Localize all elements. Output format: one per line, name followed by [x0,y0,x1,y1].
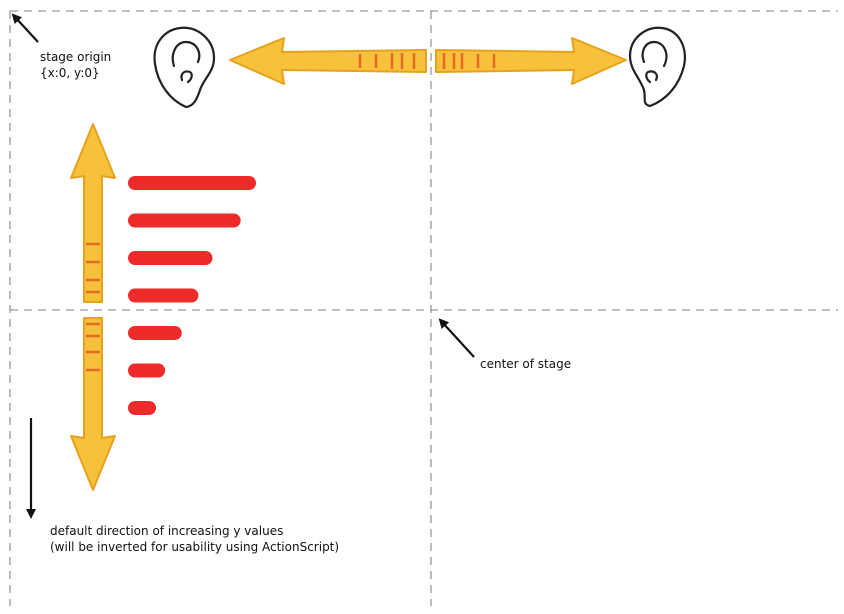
right-ear-icon [628,26,686,108]
stage-origin-label: stage origin {x:0, y:0} [40,49,111,81]
pan-right-hatching [442,53,496,69]
pan-left-hatching [358,53,416,69]
volume-bar-6 [128,363,166,378]
volume-bar-5 [128,326,182,340]
volume-bar-1 [128,176,256,190]
y-direction-label: default direction of increasing y values… [50,523,339,555]
center-pointer-arrow [438,318,475,358]
volume-bar-3 [128,251,213,265]
y-direction-label-line2: (will be inverted for usability using Ac… [50,540,340,554]
pan-right-arrow [435,37,627,85]
volume-bar-4 [128,288,199,303]
stage-guides [9,10,838,606]
volume-vertical-arrow [70,123,116,491]
center-of-stage-label: center of stage [480,357,572,371]
stage-origin-label-line2: {x:0, y:0} [40,66,100,80]
left-ear-icon [153,26,216,109]
y-direction-label-line1: default direction of increasing y values [50,524,284,538]
origin-pointer-arrow [11,13,39,43]
volume-bars [128,176,256,415]
volume-bar-2 [128,213,241,228]
volume-bar-7 [128,401,156,415]
volume-arrow-hatching [86,242,100,372]
stage-origin-label-line1: stage origin [40,50,112,64]
pan-left-arrow [229,37,427,85]
